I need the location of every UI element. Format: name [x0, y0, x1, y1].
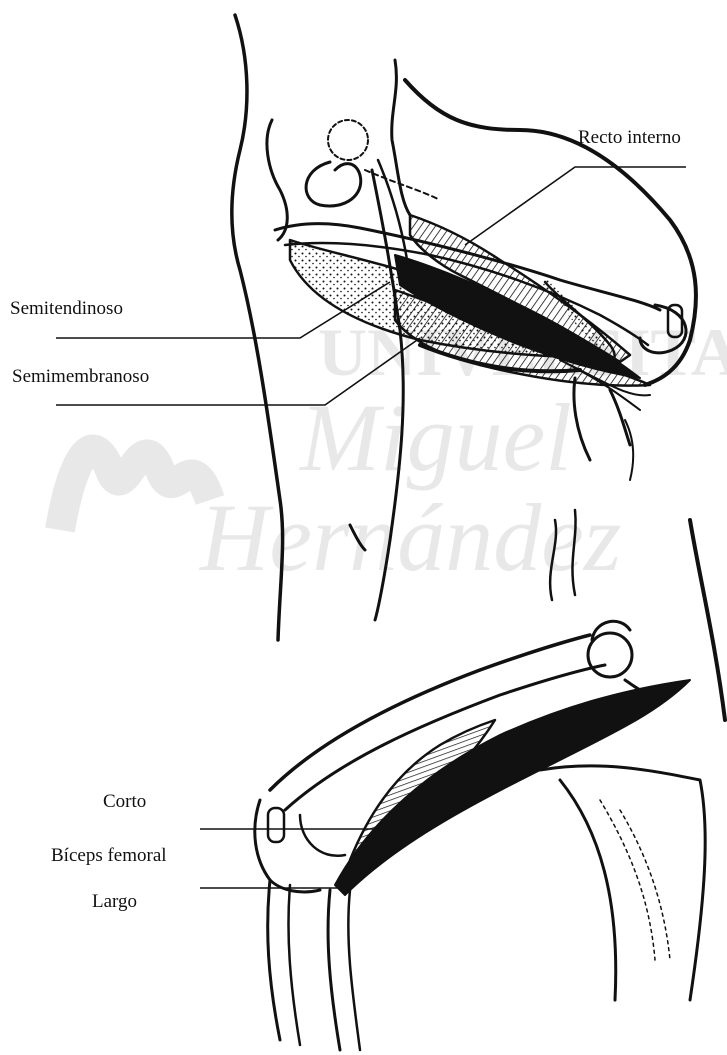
watermark-line3: Hernández	[198, 484, 621, 591]
bottom-leg-figure	[255, 510, 725, 1050]
label-corto: Corto	[103, 792, 146, 811]
label-recto-interno: Recto interno	[578, 128, 681, 147]
label-semimembranoso: Semimembranoso	[12, 367, 149, 386]
leader-recto-interno	[465, 167, 686, 245]
label-semitendinoso: Semitendinoso	[10, 299, 123, 318]
label-largo: Largo	[92, 892, 137, 911]
watermark-line2: Miguel	[298, 384, 572, 491]
label-biceps-femoral: Bíceps femoral	[51, 846, 167, 865]
